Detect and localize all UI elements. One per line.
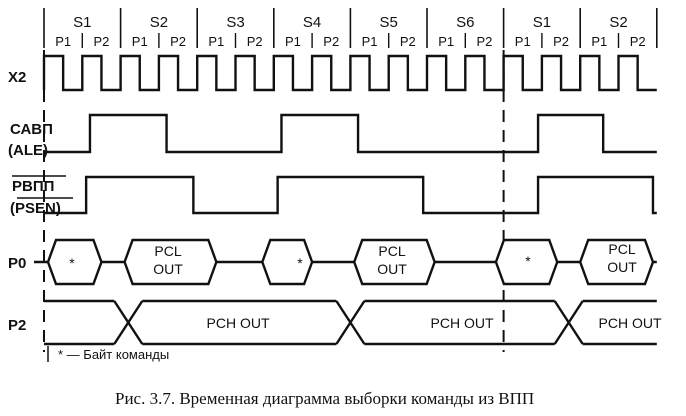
phase-label: P1 — [438, 34, 454, 49]
pcl-out-1-line1: PCL — [154, 243, 181, 259]
footnote: * — Байт команды — [58, 347, 169, 362]
phase-label: P2 — [630, 34, 646, 49]
ale-label-ru: САВП — [10, 121, 53, 138]
pcl-out-2-line1: PCL — [378, 243, 405, 259]
phase-label: P1 — [55, 34, 71, 49]
psen-label-ru: РВПП — [12, 178, 54, 195]
pcl-out-1-line2: OUT — [153, 261, 183, 277]
pch-out-1: PCH OUT — [207, 315, 270, 331]
state-label: S2 — [609, 14, 627, 31]
p0-label: P0 — [8, 255, 26, 272]
waveforms — [34, 54, 657, 346]
x2-label: X2 — [8, 69, 26, 86]
phase-label: P2 — [323, 34, 339, 49]
cmd-mark-3: * — [525, 253, 531, 269]
phase-label: P2 — [476, 34, 492, 49]
p0-window-cmd-3 — [494, 238, 559, 286]
phase-label: P2 — [247, 34, 263, 49]
phase-label: P2 — [170, 34, 186, 49]
phase-label: P1 — [362, 34, 378, 49]
ale-waveform — [44, 113, 657, 154]
p2-label: P2 — [8, 317, 26, 334]
pch-out-3: PCH OUT — [599, 315, 662, 331]
phase-label: P2 — [93, 34, 109, 49]
p0-window-pcl-3 — [578, 238, 655, 286]
phase-label: P1 — [285, 34, 301, 49]
x2-waveform — [42, 54, 657, 92]
state-label: S6 — [456, 14, 474, 31]
state-label: S1 — [533, 14, 551, 31]
psen-waveform — [44, 175, 657, 215]
p0-window-pcl-2 — [352, 238, 436, 286]
pcl-out-3-line2: OUT — [607, 259, 637, 275]
pcl-out-2-line2: OUT — [377, 261, 407, 277]
ale-label-en: (ALE) — [8, 142, 48, 159]
figure-caption: Рис. 3.7. Временная диаграмма выборки ко… — [115, 389, 534, 408]
cmd-mark-2: * — [297, 255, 303, 271]
p0-window-cmd-2 — [261, 238, 314, 286]
p2-transition — [113, 300, 144, 345]
phase-label: P2 — [400, 34, 416, 49]
p0-window-cmd-1 — [46, 238, 103, 286]
p0-window-pcl-1 — [123, 238, 218, 286]
state-label: S5 — [380, 14, 398, 31]
pcl-out-3-line1: PCL — [608, 241, 635, 257]
p2-transition — [553, 300, 584, 345]
cmd-mark-1: * — [69, 255, 75, 271]
phase-label: P1 — [132, 34, 148, 49]
state-label: S1 — [73, 14, 91, 31]
state-label: S2 — [150, 14, 168, 31]
phase-label: P1 — [208, 34, 224, 49]
p2-transition — [335, 300, 366, 345]
state-label: S4 — [303, 14, 321, 31]
phase-label: P1 — [591, 34, 607, 49]
phase-label: P2 — [553, 34, 569, 49]
psen-label-en: (PSEN) — [10, 200, 61, 217]
state-label: S3 — [226, 14, 244, 31]
phase-label: P1 — [515, 34, 531, 49]
pch-out-2: PCH OUT — [431, 315, 494, 331]
